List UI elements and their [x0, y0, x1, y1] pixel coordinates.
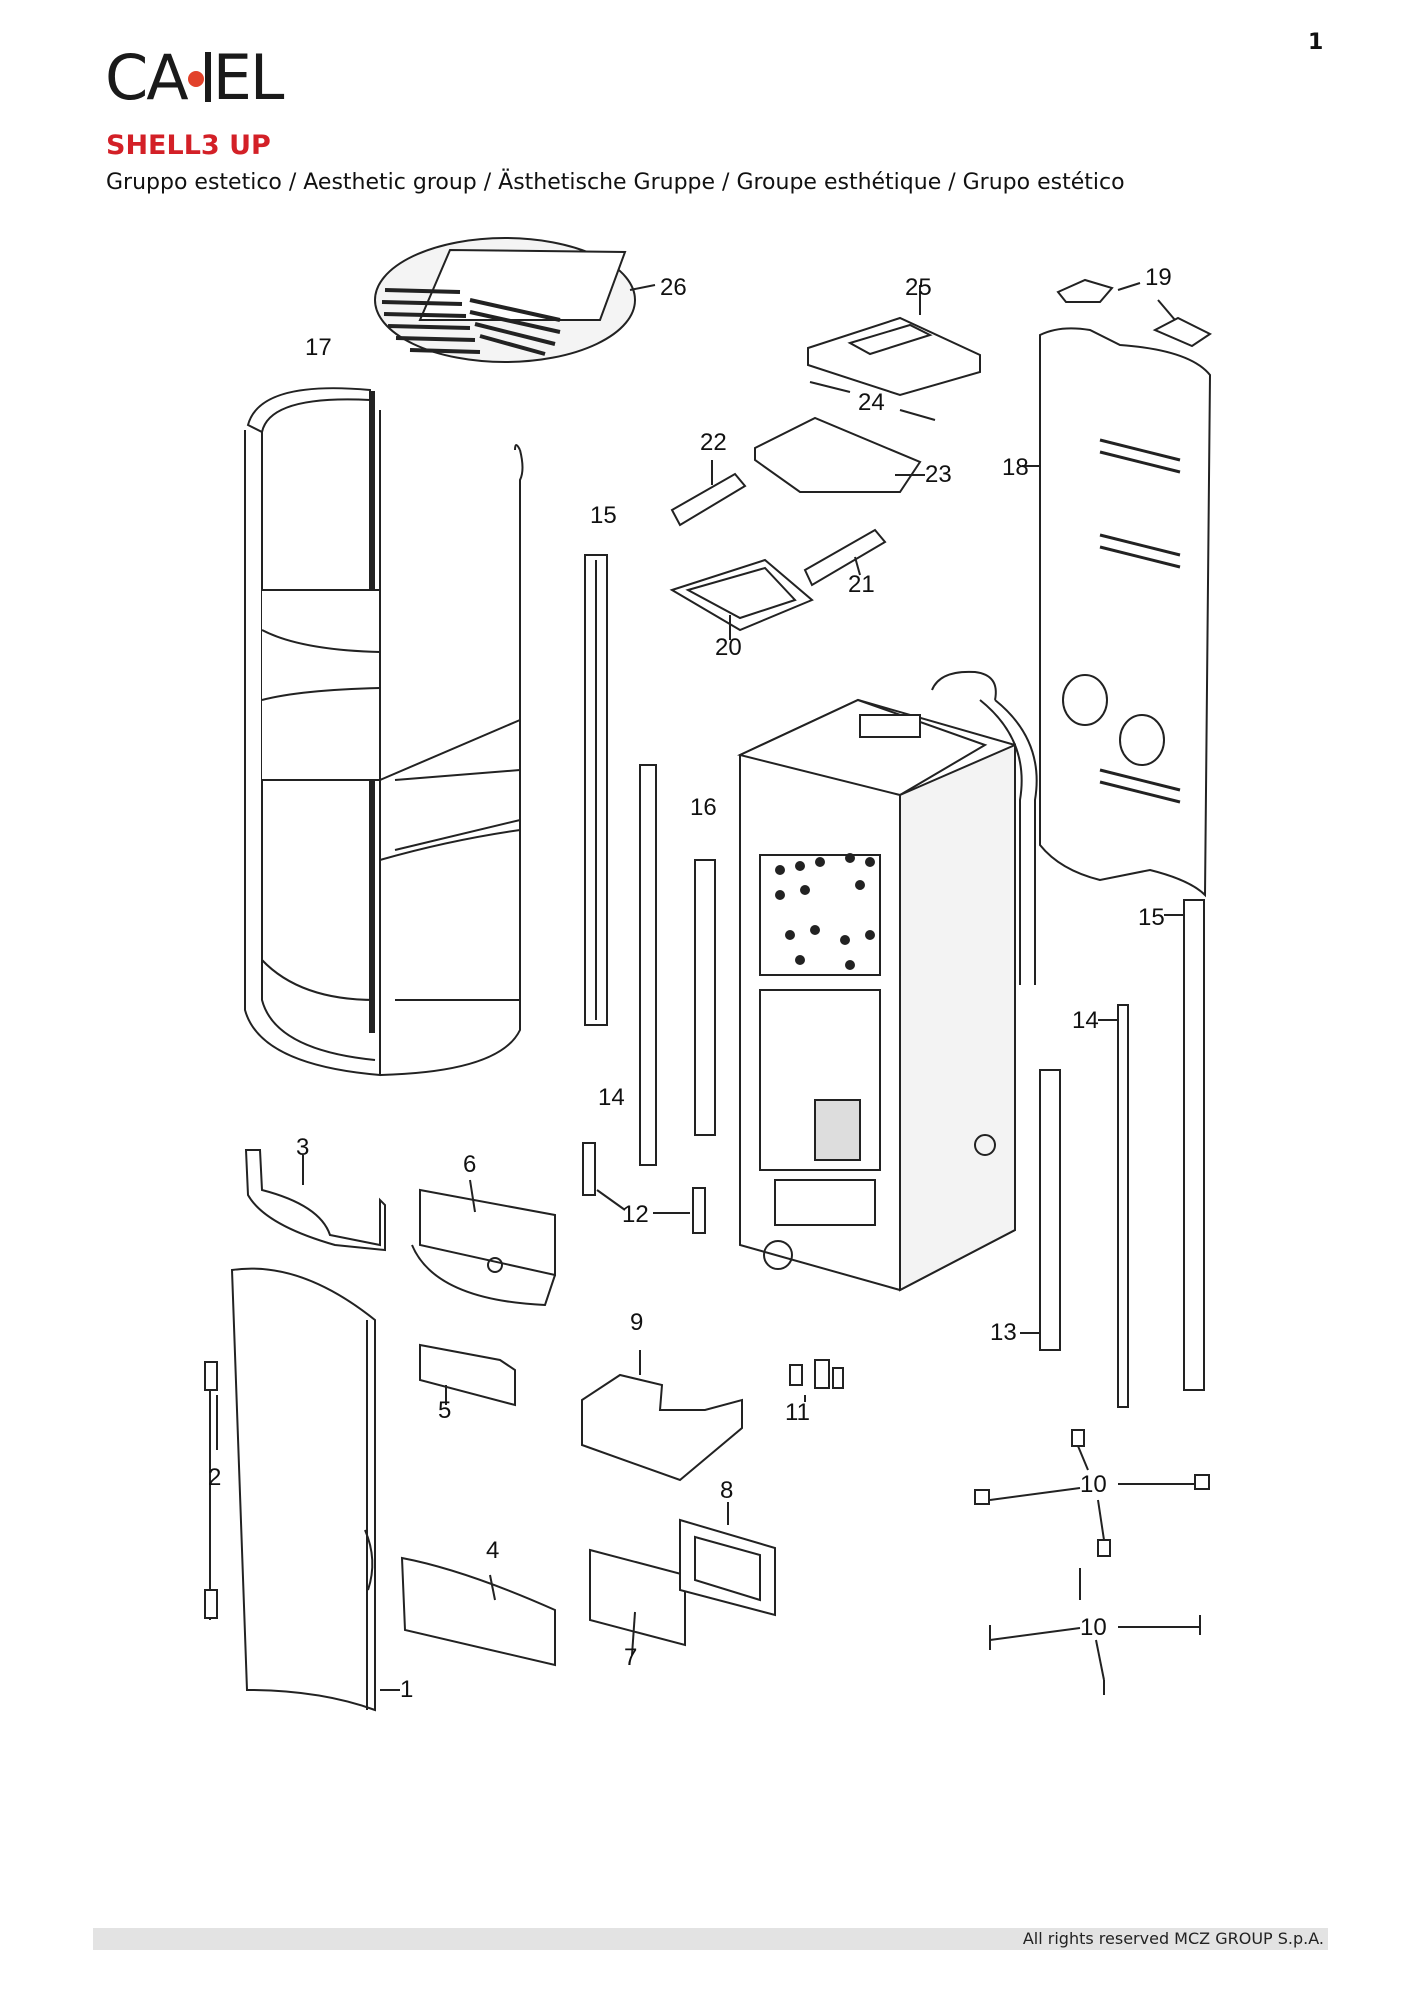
- part-9-ash-box: [581, 1350, 743, 1482]
- callout-11: 11: [785, 1399, 810, 1426]
- callout-17: 17: [305, 334, 332, 361]
- part-25-top-cover: [807, 285, 981, 397]
- part-14-left-strip: [639, 764, 657, 1166]
- callout-18: 18: [1002, 454, 1029, 481]
- callout-16: 16: [690, 794, 717, 821]
- callout-20: 20: [715, 634, 742, 661]
- logo-bar-icon: [204, 52, 211, 102]
- part-7-plate: [589, 1548, 686, 1656]
- part-17-side-shell: [244, 387, 524, 1077]
- callout-23: 23: [925, 461, 952, 488]
- callout-21: 21: [848, 571, 875, 598]
- part-23-tray: [754, 416, 925, 493]
- callout-7: 7: [624, 1644, 637, 1671]
- callout-15-left: 15: [590, 502, 617, 529]
- part-4-lower-panel: [400, 1556, 556, 1667]
- part-16-bracket: [694, 859, 716, 1136]
- callout-25: 25: [905, 274, 932, 301]
- callout-8: 8: [720, 1477, 733, 1504]
- callout-12: 12: [622, 1201, 649, 1228]
- callout-2: 2: [208, 1464, 221, 1491]
- callout-10-upper: 10: [1080, 1471, 1107, 1498]
- part-18-rear-shell: [1022, 327, 1212, 898]
- part-19-caps: [1056, 278, 1212, 348]
- part-2-hinges: [204, 1361, 218, 1620]
- callout-3: 3: [296, 1134, 309, 1161]
- callout-1: 1: [400, 1676, 413, 1703]
- part-10-feet-lower: [989, 1568, 1201, 1695]
- part-15-right-rail: [1164, 899, 1205, 1391]
- callout-13: 13: [990, 1319, 1017, 1346]
- part-13-bracket: [1020, 1069, 1061, 1351]
- part-8-frame: [679, 1502, 776, 1617]
- part-26-top-grill: [374, 237, 656, 363]
- part-20-gasket: [669, 558, 814, 640]
- part-14-right-strip: [1098, 1004, 1129, 1408]
- callout-19: 19: [1145, 264, 1172, 291]
- logo-dot-icon: [187, 71, 204, 87]
- part-24-hinge-parts: [809, 381, 936, 421]
- group-subtitle: Gruppo estetico / Aesthetic group / Ästh…: [106, 170, 1125, 195]
- page-number: 1: [1308, 30, 1324, 55]
- part-5-bracket: [419, 1343, 516, 1407]
- footer-copyright: All rights reserved MCZ GROUP S.p.A.: [1022, 1929, 1324, 1948]
- part-1-front-door: [230, 1267, 400, 1712]
- callout-14-left: 14: [598, 1084, 625, 1111]
- callout-4: 4: [486, 1537, 499, 1564]
- callout-15-right: 15: [1138, 904, 1165, 931]
- stove-body: [737, 670, 1038, 1292]
- part-12-plates: [582, 1142, 706, 1234]
- footer-bar: [93, 1928, 1328, 1950]
- part-3-front-panel: [244, 1149, 386, 1252]
- part-10-feet-upper: [974, 1429, 1210, 1557]
- callout-10-lower: 10: [1080, 1614, 1107, 1641]
- product-title: SHELL3 UP: [106, 130, 271, 161]
- part-22-latch: [670, 460, 747, 527]
- callout-9: 9: [630, 1309, 643, 1336]
- part-15-left-rail: [584, 554, 608, 1026]
- part-11-fittings: [789, 1359, 844, 1402]
- callout-6: 6: [463, 1151, 476, 1178]
- callout-14-right: 14: [1072, 1007, 1099, 1034]
- callout-24: 24: [858, 389, 885, 416]
- part-21-latch: [803, 528, 887, 587]
- part-6-ash-panel: [411, 1179, 556, 1307]
- callout-5: 5: [438, 1397, 451, 1424]
- callout-22: 22: [700, 429, 727, 456]
- callout-26: 26: [660, 274, 687, 301]
